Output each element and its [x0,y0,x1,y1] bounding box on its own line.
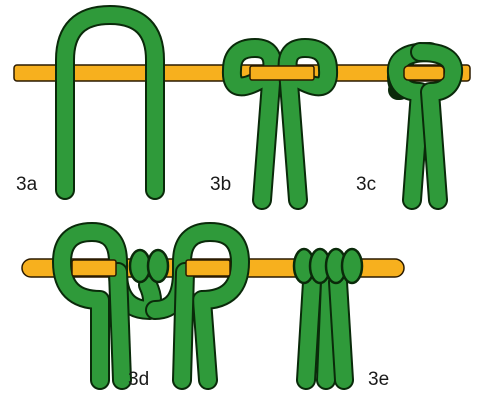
step-3b-label: 3b [210,174,231,195]
rod-overlap-3d-right [186,260,230,276]
step-3a-cord [65,15,155,190]
step-3a-label: 3a [16,174,38,195]
step-3e-label: 3e [368,369,389,390]
step-3d-label: 3d [128,369,149,390]
step-3e-cord [294,249,362,380]
rod-overlap-3b [250,66,314,80]
rod-overlap-3d-left [72,260,116,276]
rod-overlap-3c [404,66,444,80]
step-3c-label: 3c [356,174,376,195]
step-3d-cord [62,232,240,380]
